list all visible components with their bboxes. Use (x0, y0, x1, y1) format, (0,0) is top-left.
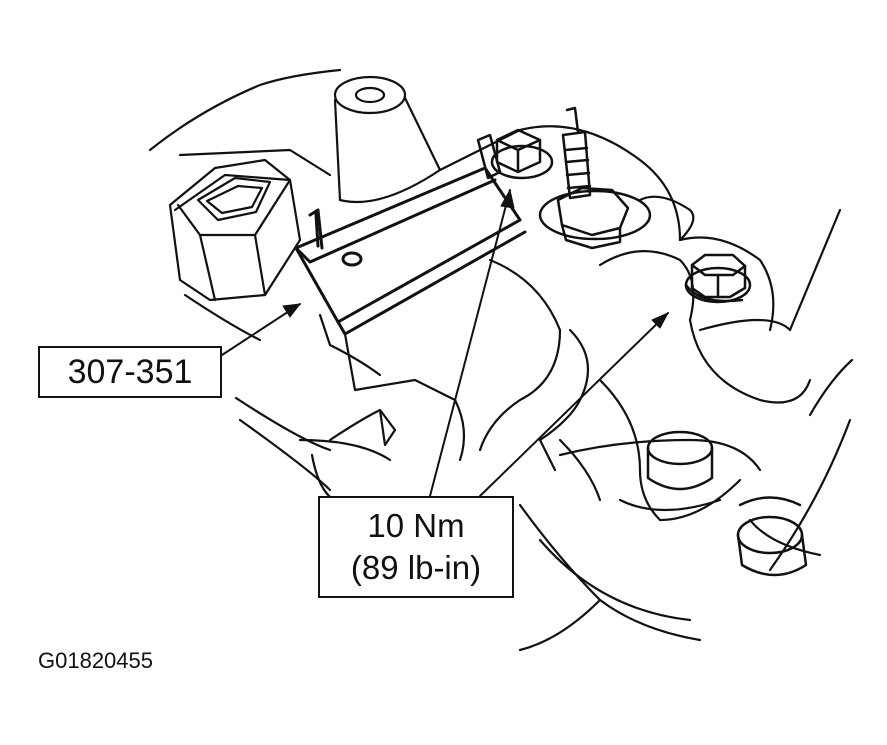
housing-outline (148, 68, 854, 652)
bracket-bolt (476, 128, 554, 180)
housing-bolt (684, 253, 752, 304)
figure-id: G01820455 (38, 648, 153, 673)
arrowhead-housing-bolt (651, 312, 669, 329)
arrowhead-bracket-bolt (500, 189, 515, 209)
housing-boss (333, 75, 442, 204)
callout-leaders (221, 189, 669, 497)
electrical-connector (168, 158, 302, 302)
torque-spec-callout: 10 Nm (89 lb-in) (318, 496, 514, 598)
stud-and-nut (538, 106, 652, 250)
mounting-bracket (294, 166, 527, 336)
housing-body (298, 125, 812, 522)
arrowhead-tool (282, 303, 301, 318)
callout-arrowheads (282, 189, 669, 329)
torque-metric-text: 10 Nm (367, 507, 465, 544)
tool-number-callout: 307-351 (38, 346, 222, 398)
torque-imperial-text: (89 lb-in) (350, 549, 482, 586)
housing-lugs (646, 430, 808, 577)
